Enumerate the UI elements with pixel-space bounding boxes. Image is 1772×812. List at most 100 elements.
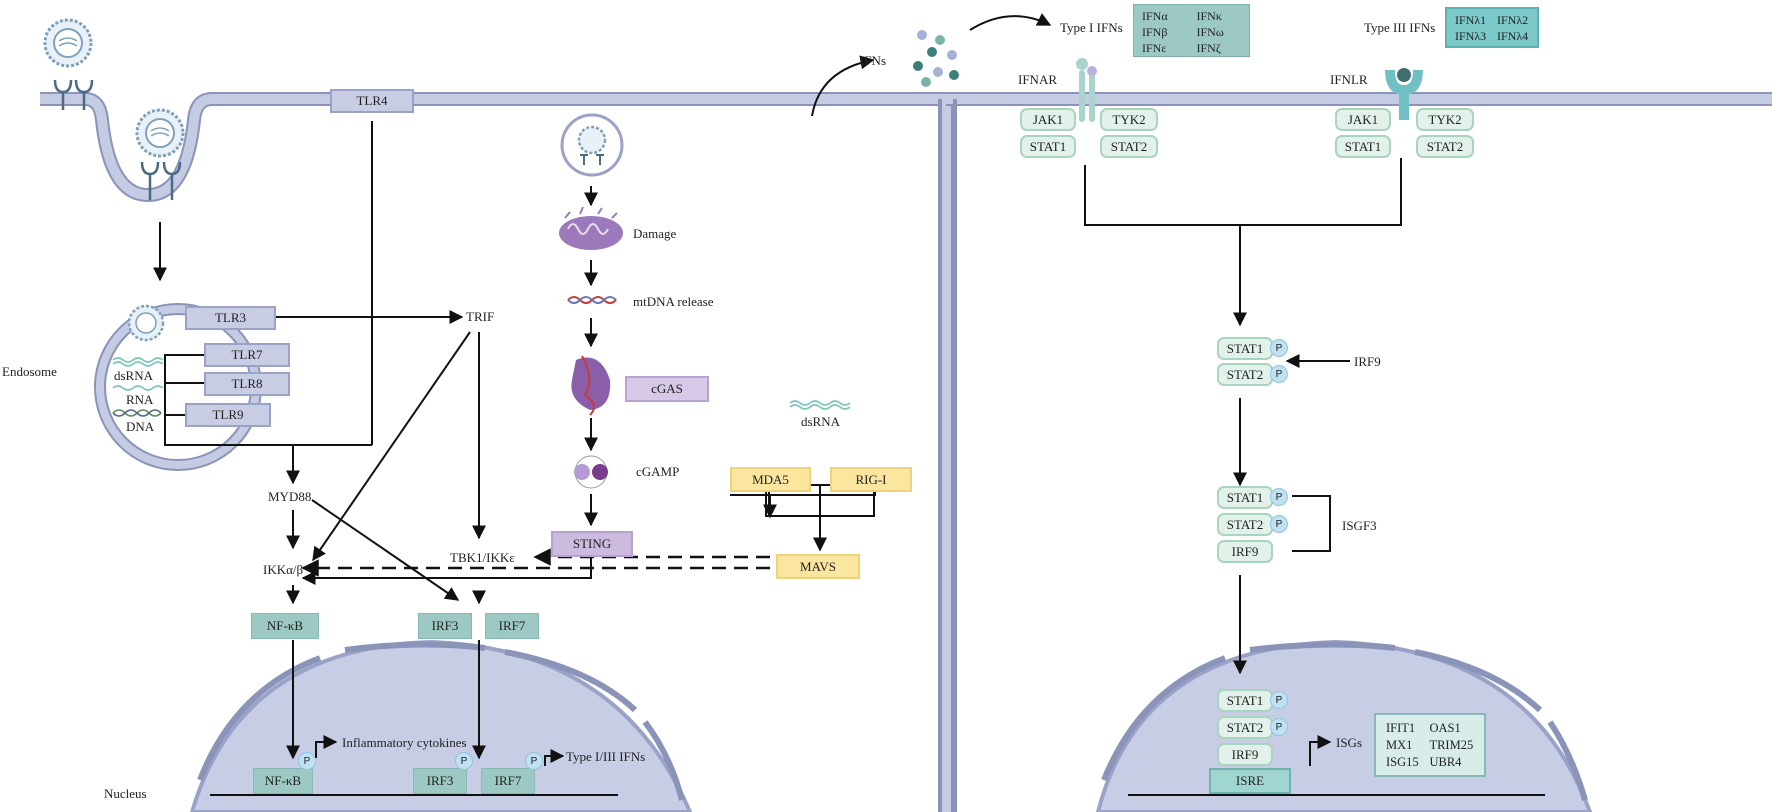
type-iii-ifn-item: IFNλ1 bbox=[1455, 13, 1487, 27]
stat2-box: STAT2 bbox=[1100, 135, 1158, 158]
jak-stat-arrows bbox=[1084, 158, 1402, 766]
stat1-text: STAT1 bbox=[1226, 340, 1264, 356]
mda5-text: MDA5 bbox=[752, 471, 789, 487]
type-i-ifn-item: IFNκ bbox=[1196, 9, 1222, 23]
ifnlr-receptor bbox=[1385, 68, 1423, 120]
tlr8-label: TLR8 bbox=[231, 376, 263, 391]
receptor-icons bbox=[53, 79, 182, 200]
type-i-iii-ifns-label: Type I/III IFNs bbox=[566, 749, 646, 764]
virus-icons bbox=[43, 18, 624, 342]
irf7-nuclear-text: IRF7 bbox=[494, 773, 522, 788]
jak1-text: JAK1 bbox=[1347, 111, 1379, 127]
nucleic-acid-icons bbox=[112, 357, 851, 417]
irf9-label: IRF9 bbox=[1354, 354, 1381, 369]
rig-i-box: RIG-I bbox=[830, 467, 912, 492]
sting-box: STING bbox=[551, 531, 633, 557]
stat2-text: STAT2 bbox=[1226, 719, 1264, 735]
rna-label: RNA bbox=[126, 392, 154, 407]
rig-i-text: RIG-I bbox=[855, 471, 887, 487]
tbk1-label: TBK1/IKKε bbox=[450, 550, 515, 565]
dna-label: DNA bbox=[126, 419, 155, 434]
stat1-box: STAT1 bbox=[1020, 135, 1076, 158]
isg-item: MX1 bbox=[1386, 738, 1413, 752]
mavs-dashed-arrows bbox=[301, 548, 770, 577]
irf9-text: IRF9 bbox=[1231, 746, 1259, 762]
tyk2-box: TYK2 bbox=[1416, 108, 1474, 131]
nfkb-box: NF-κB bbox=[251, 613, 319, 639]
tlr3-box: TLR3 bbox=[185, 306, 276, 330]
stat2-box: STAT2 bbox=[1217, 716, 1273, 739]
stat2-box: STAT2 bbox=[1217, 363, 1273, 386]
type-iii-ifns-label: Type III IFNs bbox=[1364, 20, 1436, 35]
irf7-box: IRF7 bbox=[485, 613, 539, 639]
type-iii-ifn-item: IFNλ2 bbox=[1497, 13, 1529, 27]
stat2-box: STAT2 bbox=[1217, 513, 1273, 536]
stat1-text: STAT1 bbox=[1344, 138, 1382, 154]
ifns-label: IFNs bbox=[860, 53, 887, 68]
jak1-text: JAK1 bbox=[1032, 111, 1064, 127]
tlr7-box: TLR7 bbox=[204, 343, 290, 367]
irf3-box: IRF3 bbox=[418, 613, 472, 639]
irf9-box: IRF9 bbox=[1217, 540, 1273, 563]
stat1-text: STAT1 bbox=[1226, 489, 1264, 505]
mavs-box: MAVS bbox=[776, 554, 860, 579]
jak1-box: JAK1 bbox=[1020, 108, 1076, 131]
ifn-release-arrows bbox=[811, 13, 1052, 117]
cgas-molecule-icon bbox=[571, 355, 611, 416]
mavs-text: MAVS bbox=[800, 558, 836, 574]
mitochondrion-icon bbox=[559, 206, 623, 250]
nucleus-label: Nucleus bbox=[104, 786, 147, 801]
nfkb-nuclear-text: NF-κB bbox=[264, 773, 302, 788]
stat2-box: STAT2 bbox=[1416, 135, 1474, 158]
isgf3-label: ISGF3 bbox=[1342, 518, 1377, 533]
type-iii-ifn-item: IFNλ3 bbox=[1455, 29, 1487, 43]
tlr9-label: TLR9 bbox=[212, 407, 244, 422]
nfkb-text: NF-κB bbox=[266, 618, 304, 633]
mda5-box: MDA5 bbox=[730, 467, 811, 492]
irf3-nuclear-box: IRF3 bbox=[413, 768, 467, 794]
isg-item: UBR4 bbox=[1429, 755, 1462, 769]
tlr4-box: TLR4 bbox=[330, 89, 414, 113]
isg-item: ISG15 bbox=[1386, 755, 1419, 769]
ikk-label: IKKα/β bbox=[263, 562, 304, 577]
inflammatory-cytokines-label: Inflammatory cytokines bbox=[342, 735, 467, 750]
ifnar-receptor bbox=[1076, 58, 1097, 122]
stat1-box: STAT1 bbox=[1217, 486, 1273, 509]
dsrna-cytosolic-label: dsRNA bbox=[801, 414, 841, 429]
isgs-label: ISGs bbox=[1336, 735, 1363, 750]
irf3-nuclear-text: IRF3 bbox=[426, 773, 454, 788]
phospho-badge: P bbox=[298, 752, 316, 770]
type-i-ifn-item: IFNζ bbox=[1196, 41, 1221, 55]
type-iii-ifn-item: IFNλ4 bbox=[1497, 29, 1529, 43]
cgamp-label: cGAMP bbox=[636, 464, 680, 479]
cgas-box: cGAS bbox=[625, 376, 709, 402]
cgas-text: cGAS bbox=[651, 381, 683, 396]
jak1-box: JAK1 bbox=[1335, 108, 1391, 131]
rig-bracket bbox=[765, 492, 875, 552]
endosome-label: Endosome bbox=[2, 364, 57, 379]
type-i-ifn-item: IFNε bbox=[1142, 41, 1167, 55]
irf3-text: IRF3 bbox=[431, 618, 459, 633]
stat1-box: STAT1 bbox=[1335, 135, 1391, 158]
phospho-badge: P bbox=[1270, 515, 1288, 533]
stat2-text: STAT2 bbox=[1110, 138, 1148, 154]
stat2-text: STAT2 bbox=[1426, 138, 1464, 154]
irf7-text: IRF7 bbox=[498, 618, 526, 633]
stat1-box: STAT1 bbox=[1217, 337, 1273, 360]
nfkb-nuclear-box: NF-κB bbox=[253, 768, 313, 794]
isre-text: ISRE bbox=[1235, 773, 1265, 788]
phospho-badge: P bbox=[455, 752, 473, 770]
stat2-text: STAT2 bbox=[1226, 366, 1264, 382]
mtdna-icon bbox=[567, 296, 617, 304]
tyk2-text: TYK2 bbox=[1428, 111, 1462, 127]
isre-box: ISRE bbox=[1209, 768, 1291, 794]
phospho-badge: P bbox=[1270, 718, 1288, 736]
type-i-ifn-item: IFNα bbox=[1142, 9, 1168, 23]
myd88-label: MYD88 bbox=[268, 489, 312, 504]
cgamp-icon bbox=[574, 455, 608, 489]
isg-item: IFIT1 bbox=[1386, 721, 1416, 735]
